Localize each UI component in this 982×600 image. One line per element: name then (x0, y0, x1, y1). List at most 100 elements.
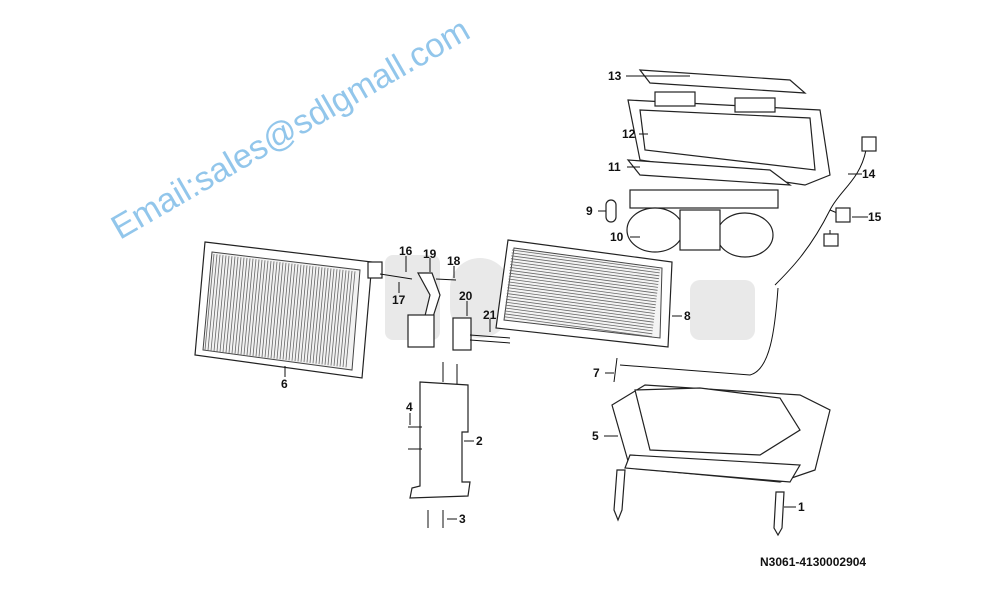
evaporator (495, 239, 673, 348)
drawing-number: N3061-4130002904 (760, 555, 866, 569)
fin-line (216, 255, 227, 352)
top-cover-plate (638, 69, 807, 94)
clip-bracket (605, 199, 617, 223)
fin-line (291, 264, 302, 361)
fin-line (279, 263, 290, 360)
fin-line (309, 266, 320, 363)
fin-line (509, 272, 658, 294)
callout-3: 3 (459, 512, 466, 526)
fin-line (213, 255, 224, 352)
expansion-valve (379, 272, 511, 351)
callout-5: 5 (592, 429, 599, 443)
fin-line (243, 258, 254, 355)
fin-line (231, 257, 242, 354)
callout-21: 21 (483, 308, 497, 322)
fin-line (285, 263, 296, 361)
callout-9: 9 (586, 204, 593, 218)
fin-line (339, 270, 350, 367)
fin-line (222, 256, 233, 353)
callout-18: 18 (447, 254, 461, 268)
fin-line (503, 316, 653, 338)
callout-20: 20 (459, 289, 473, 303)
fin-line (509, 269, 658, 291)
callout-14: 14 (862, 167, 876, 181)
fin-line (508, 281, 657, 303)
fin-line (270, 262, 281, 359)
fin-line (267, 261, 278, 358)
gasket (626, 159, 792, 186)
fin-line (506, 296, 655, 317)
callout-12: 12 (622, 127, 636, 141)
fin-line (282, 263, 293, 360)
fin-line (246, 259, 257, 356)
fin-line (237, 258, 248, 355)
fin-line (507, 284, 656, 306)
fin-line (511, 255, 660, 277)
callout-1: 1 (798, 500, 805, 514)
fin-line (276, 262, 287, 359)
fin-line (294, 265, 305, 362)
fin-line (312, 267, 323, 364)
mounting-bracket (409, 381, 471, 499)
fin-line (509, 267, 658, 288)
fin-line (300, 265, 311, 362)
callout-10: 10 (610, 230, 624, 244)
fin-line (318, 268, 329, 365)
fin-line (225, 256, 236, 353)
callout-labels: 1 2 3 4 5 6 7 8 9 10 11 12 13 14 15 16 1… (281, 69, 882, 526)
fin-line (504, 307, 654, 329)
fin-line (342, 270, 353, 368)
fin-line (288, 264, 299, 361)
fin-line (505, 301, 654, 323)
fin-line (273, 262, 284, 359)
heater-core (194, 241, 383, 379)
fin-line (333, 269, 344, 366)
fin-line (207, 254, 218, 351)
fin-line (264, 261, 275, 358)
callout-17: 17 (392, 293, 406, 307)
callout-7: 7 (593, 366, 600, 380)
fin-line (345, 271, 356, 368)
fin-line (508, 278, 657, 300)
fin-line (210, 254, 221, 351)
fin-line (204, 253, 215, 351)
fin-line (249, 259, 260, 356)
fin-line (510, 258, 660, 280)
fin-line (261, 260, 272, 358)
fin-line (508, 275, 657, 297)
callout-2: 2 (476, 434, 483, 448)
callout-15: 15 (868, 210, 882, 224)
callout-11: 11 (608, 160, 621, 174)
fin-line (507, 290, 656, 311)
fin-line (303, 266, 314, 363)
fin-line (505, 298, 655, 320)
leader-lines (284, 75, 868, 520)
fin-line (228, 256, 239, 353)
fin-line (255, 260, 266, 357)
fin-line (510, 264, 659, 285)
fin-line (504, 310, 653, 332)
lower-housing (611, 384, 831, 483)
callout-16: 16 (399, 244, 413, 258)
callout-4: 4 (406, 400, 413, 414)
fin-line (240, 258, 251, 355)
fin-line (321, 268, 332, 365)
callout-8: 8 (684, 309, 691, 323)
fin-line (252, 259, 263, 356)
fin-line (511, 252, 660, 274)
callout-6: 6 (281, 377, 288, 391)
fin-line (297, 265, 308, 362)
fin-line (336, 270, 347, 367)
fin-line (219, 255, 230, 352)
fin-line (510, 261, 659, 282)
fin-line (258, 260, 269, 357)
fin-line (506, 293, 655, 314)
fin-line (330, 269, 341, 366)
email-watermark: Email:sales@sdlgmall.com (105, 11, 476, 247)
callout-19: 19 (423, 247, 437, 261)
fin-line (315, 267, 326, 364)
fin-line (507, 287, 656, 309)
fin-line (504, 313, 653, 335)
fin-line (327, 269, 338, 366)
